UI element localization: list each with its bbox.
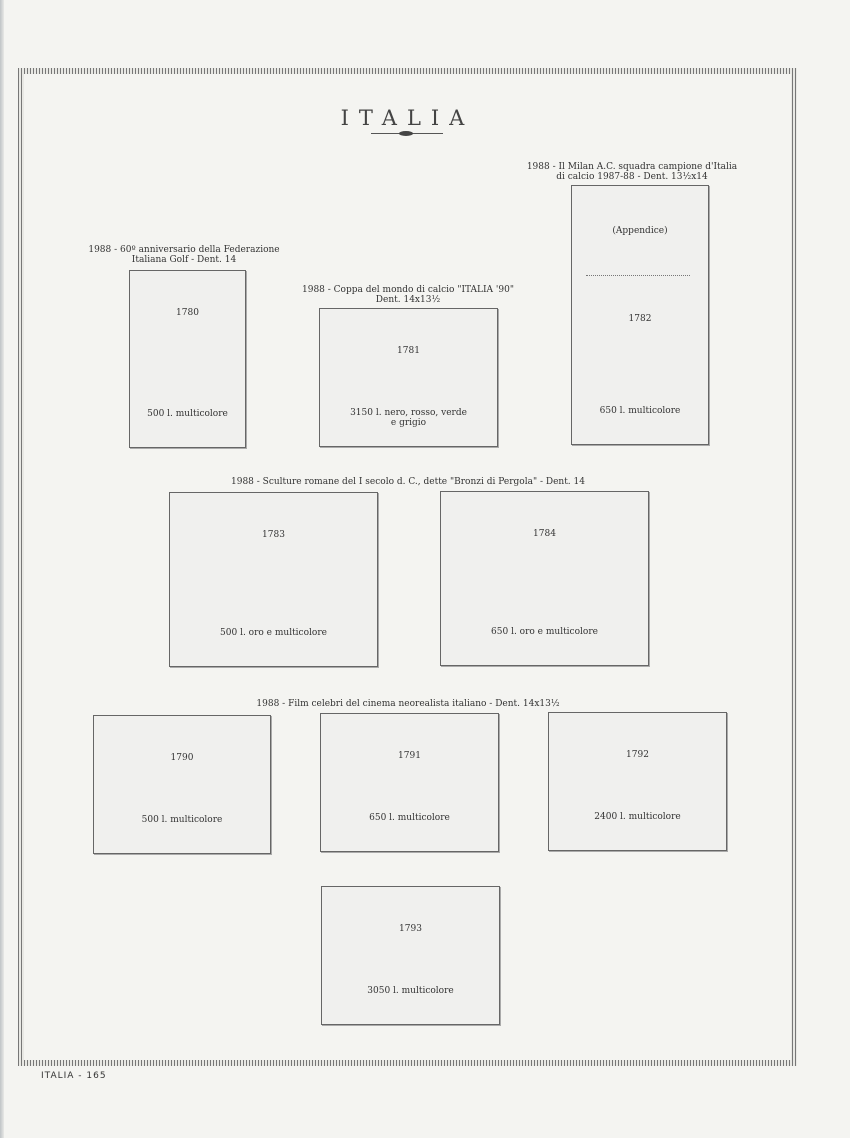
stamp-number: 1791 (398, 751, 421, 761)
stamp-mount-1784: 1784 650 l. oro e multicolore (440, 491, 649, 666)
stamp-value: 3050 l. multicolore (367, 986, 454, 996)
stamp-value: 500 l. multicolore (141, 815, 223, 825)
caption-milan: 1988 - Il Milan A.C. squadra campione d'… (517, 162, 747, 182)
stamp-mount-1780: 1780 500 l. multicolore (129, 270, 246, 448)
stamp-number: 1793 (399, 924, 422, 934)
stamp-value: 2400 l. multicolore (594, 812, 681, 822)
title-ornament (399, 131, 413, 136)
caption-golf: 1988 - 60º anniversario della Federazion… (84, 245, 284, 265)
stamp-mount-1791: 1791 650 l. multicolore (320, 713, 499, 852)
stamp-number: 1784 (533, 529, 556, 539)
stamp-number: 1790 (170, 753, 194, 763)
caption-line: 1988 - Coppa del mondo di calcio "ITALIA… (302, 285, 514, 295)
page-edge (0, 0, 4, 1138)
stamp-value: 500 l. multicolore (147, 409, 228, 419)
stamp-mount-1783: 1783 500 l. oro e multicolore (169, 492, 378, 667)
stamp-number: 1783 (262, 530, 285, 540)
stamp-appendix: (Appendice) (612, 226, 668, 236)
page-footer: ITALIA - 165 (41, 1071, 107, 1081)
stamp-number: 1782 (628, 314, 652, 324)
stamp-value: 650 l. oro e multicolore (491, 627, 598, 637)
caption-line: 1988 - Il Milan A.C. squadra campione d'… (526, 162, 738, 172)
stamp-value: 650 l. multicolore (599, 406, 681, 416)
stamp-value: 3150 l. nero, rosso, verde e grigio (320, 408, 497, 428)
caption-coppa: 1988 - Coppa del mondo di calcio "ITALIA… (283, 285, 533, 305)
stamp-mount-1782: (Appendice) 1782 650 l. multicolore (571, 185, 709, 445)
page-title: ITALIA (340, 106, 475, 130)
dotted-divider (586, 275, 690, 276)
caption-sculture: 1988 - Sculture romane del I secolo d. C… (231, 477, 585, 487)
stamp-value-line: e grigio (390, 418, 427, 428)
stamp-mount-1792: 1792 2400 l. multicolore (548, 712, 727, 851)
caption-line: di calcio 1987-88 - Dent. 13½x14 (556, 172, 708, 182)
stamp-number: 1780 (176, 308, 199, 318)
stamp-number: 1792 (626, 750, 649, 760)
stamp-number: 1781 (397, 346, 420, 356)
caption-line: Dent. 14x13½ (375, 295, 441, 305)
stamp-value: 500 l. oro e multicolore (220, 628, 327, 638)
stamp-value-line: 3150 l. nero, rosso, verde (350, 408, 467, 418)
caption-film: 1988 - Film celebri del cinema neorealis… (256, 699, 560, 709)
stamp-mount-1790: 1790 500 l. multicolore (93, 715, 271, 854)
stamp-mount-1793: 1793 3050 l. multicolore (321, 886, 500, 1025)
stamp-mount-1781: 1781 3150 l. nero, rosso, verde e grigio (319, 308, 498, 447)
caption-line: 1988 - 60º anniversario della Federazion… (88, 245, 280, 255)
stamp-value: 650 l. multicolore (369, 813, 450, 823)
caption-line: Italiana Golf - Dent. 14 (131, 255, 237, 265)
